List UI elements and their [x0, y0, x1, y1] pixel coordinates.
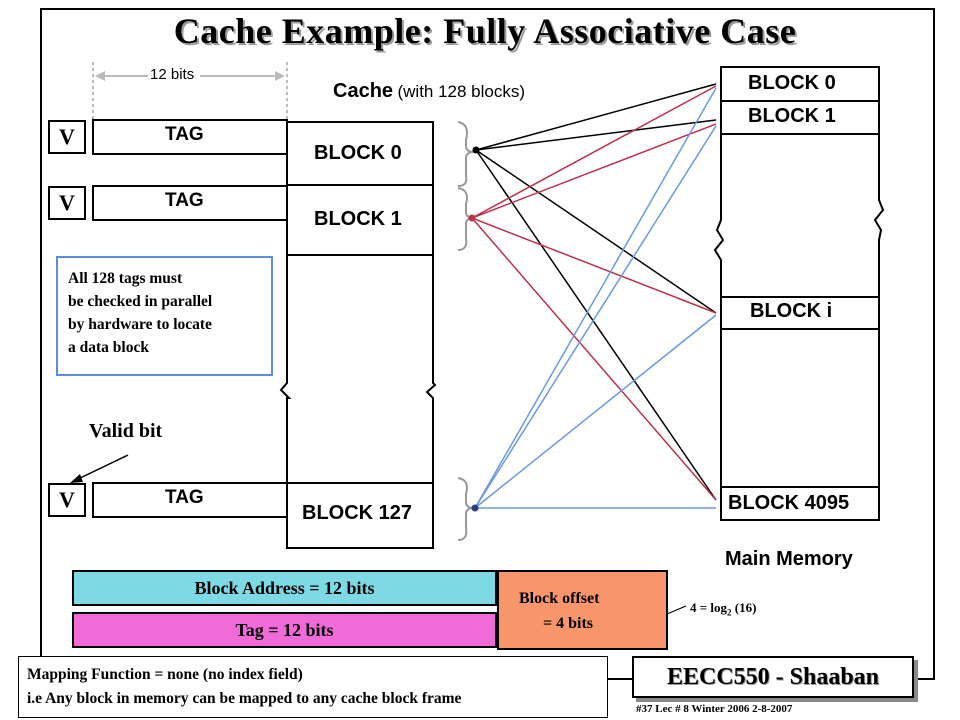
- tag-label-1: TAG: [165, 190, 204, 211]
- mapping-points: [468, 146, 480, 512]
- tag-width-dimension: [92, 62, 288, 122]
- valid-bit-box-1: V: [48, 186, 86, 220]
- cache-block-1-label: BLOCK 1: [314, 208, 402, 230]
- valid-bit-box-127: V: [48, 483, 86, 517]
- mapping-line-1: Mapping Function = none (no index field): [27, 666, 303, 683]
- course-brand-box: EECC550 - Shaaban: [632, 656, 914, 698]
- log-note-base: 2: [727, 607, 732, 618]
- slide-title: Cache Example: Fully Associative Case: [173, 11, 797, 51]
- block-offset-line1: Block offset: [519, 590, 600, 607]
- log-note-text: 4 = log: [690, 600, 728, 615]
- valid-bit-label: Valid bit: [89, 420, 163, 442]
- cache-heading-text: Cache: [333, 80, 394, 102]
- mapping-lines: [471, 83, 717, 509]
- valid-bit-box-0: V: [48, 120, 86, 154]
- cache-braces: [457, 121, 475, 541]
- tag-width-label: 12 bits: [150, 66, 195, 83]
- main-memory-label: Main Memory: [725, 548, 853, 570]
- valid-bit-arrow: [70, 454, 129, 483]
- note-line: All 128 tags must: [68, 270, 183, 287]
- offset-log-note: 4 = log2 (16): [690, 600, 756, 618]
- block-address-field: Block Address = 12 bits: [72, 570, 497, 606]
- memory-block-4095-label: BLOCK 4095: [728, 492, 850, 514]
- log-note-arg: (16): [731, 600, 757, 615]
- note-line: a data block: [68, 339, 149, 356]
- slide-footer: #37 Lec # 8 Winter 2006 2-8-2007: [636, 703, 793, 715]
- mapping-function-box: Mapping Function = none (no index field)…: [18, 656, 608, 718]
- memory-block-0-label: BLOCK 0: [748, 72, 836, 94]
- cache-column: [279, 121, 437, 549]
- cache-block-0-label: BLOCK 0: [314, 142, 402, 164]
- tag-field: Tag = 12 bits: [72, 612, 497, 648]
- main-memory-column: [713, 66, 885, 521]
- tag-label-0: TAG: [165, 124, 204, 145]
- tag-rows: [92, 119, 288, 518]
- cache-block-127-label: BLOCK 127: [302, 502, 413, 524]
- mapping-line-2: i.e Any block in memory can be mapped to…: [27, 690, 462, 707]
- note-line: by hardware to locate: [68, 316, 212, 333]
- block-offset-line2: = 4 bits: [543, 615, 594, 632]
- memory-block-i-label: BLOCK i: [750, 300, 833, 322]
- note-line: be checked in parallel: [68, 293, 213, 310]
- block-offset-field: Block offset = 4 bits: [497, 570, 668, 650]
- cache-heading: Cache (with 128 blocks): [333, 80, 525, 103]
- memory-block-1-label: BLOCK 1: [748, 105, 836, 127]
- tag-label-127: TAG: [165, 487, 204, 508]
- cache-heading-note: (with 128 blocks): [397, 82, 526, 101]
- parallel-check-note: All 128 tags must be checked in parallel…: [56, 256, 273, 376]
